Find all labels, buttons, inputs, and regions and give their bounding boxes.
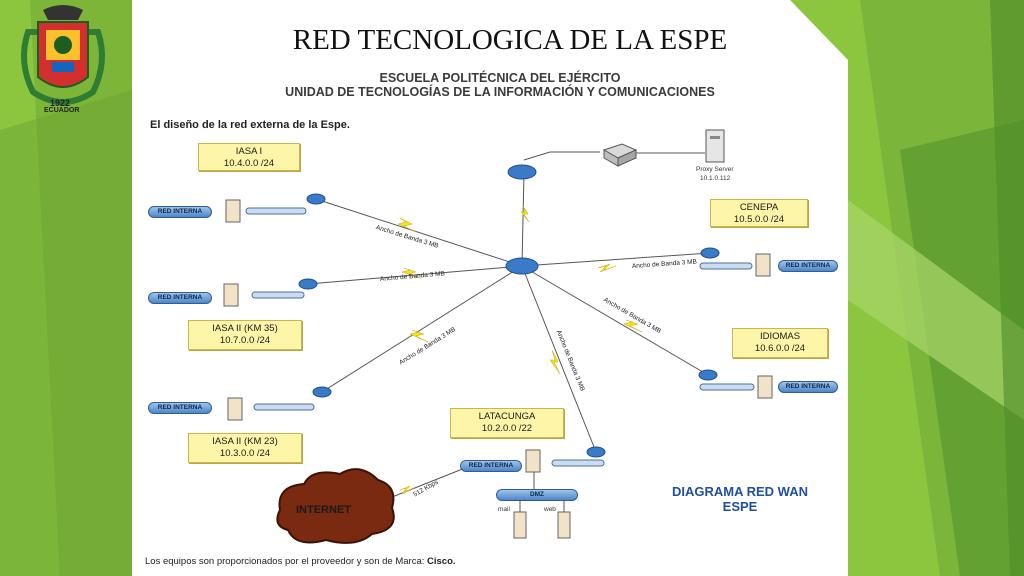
slide-title: RED TECNOLOGICA DE LA ESPE xyxy=(292,24,728,56)
site-iasa2-km23: IASA II (KM 23)10.3.0.0 /24 xyxy=(188,433,302,463)
dmz-bar: DMZ xyxy=(496,489,578,501)
site-iasa2-km35: IASA II (KM 35)10.7.0.0 /24 xyxy=(188,320,302,350)
red-interna-cenepa: RED INTERNA xyxy=(778,260,838,272)
diagram-footer: Los equipos son proporcionados por el pr… xyxy=(145,556,456,567)
wan-title-line1: DIAGRAMA RED WAN xyxy=(671,484,808,499)
router-icons xyxy=(298,164,720,458)
diagram-subtitle: El diseño de la red externa de la Espe. xyxy=(150,119,350,131)
proxy-server-label: Proxy Server xyxy=(696,166,734,173)
wan-title-line2: ESPE xyxy=(722,499,758,514)
espe-crest-logo xyxy=(21,5,105,105)
red-interna-latacunga: RED INTERNA xyxy=(460,460,522,472)
crest-year: 1922 xyxy=(50,98,71,108)
red-interna-km23: RED INTERNA xyxy=(148,402,212,414)
header-unit: UNIDAD DE TECNOLOGÍAS DE LA INFORMACIÓN … xyxy=(285,85,715,99)
web-server-label: web xyxy=(544,506,556,513)
crest-country: ECUADOR xyxy=(44,107,80,114)
header-institution: ESCUELA POLITÉCNICA DEL EJÉRCITO xyxy=(379,71,621,85)
red-interna-idiomas: RED INTERNA xyxy=(778,381,838,393)
internet-label: INTERNET xyxy=(296,504,351,516)
red-interna-km35: RED INTERNA xyxy=(148,292,212,304)
mail-server-label: mail xyxy=(498,506,510,513)
red-interna-iasa1: RED INTERNA xyxy=(148,206,212,218)
proxy-server-ip: 10.1.0.112 xyxy=(700,175,731,182)
